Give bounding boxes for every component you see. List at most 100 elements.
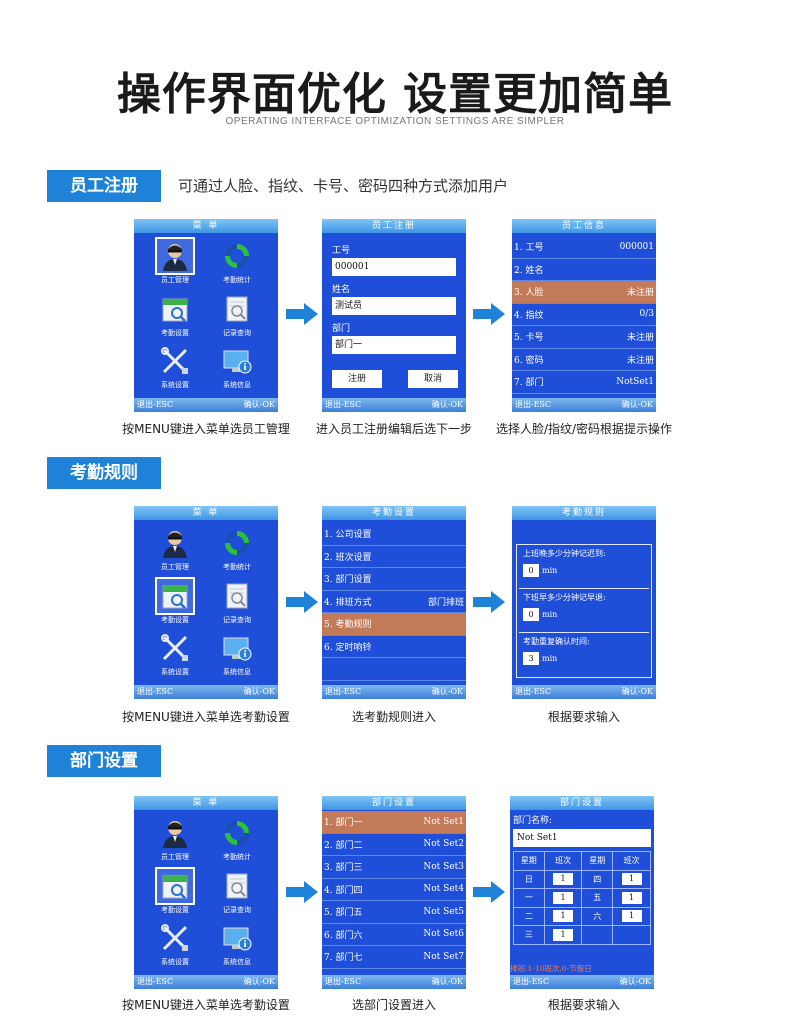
- list-item-selected[interactable]: 3. 人脸未注册: [512, 281, 656, 304]
- list-item-selected[interactable]: 5. 考勤规则: [322, 613, 466, 636]
- shift-input[interactable]: 1: [553, 873, 574, 886]
- confirm-button[interactable]: 确认-OK: [619, 977, 651, 986]
- department-name-input[interactable]: Not Set1: [513, 829, 651, 847]
- list-item[interactable]: 2. 班次设置: [322, 546, 466, 568]
- confirm-button[interactable]: 确认-OK: [431, 400, 463, 409]
- screen-header: 员工信息: [512, 219, 656, 233]
- exit-button[interactable]: 退出-ESC: [325, 687, 362, 696]
- employee-name-field[interactable]: 测试员: [332, 297, 456, 315]
- menu-item-attendance-stats[interactable]: 考勤统计: [206, 816, 268, 869]
- confirm-button[interactable]: 确认-OK: [243, 400, 275, 409]
- confirm-button[interactable]: 确认-OK: [431, 687, 463, 696]
- menu-item-label: 系统设置: [161, 668, 189, 677]
- settings-list: 1. 公司设置 2. 班次设置 3. 部门设置 4. 排班方式部门排班 5. 考…: [322, 520, 466, 681]
- menu-item-system-info[interactable]: 系统信息: [206, 631, 268, 684]
- menu-item-staff[interactable]: 员工管理: [144, 237, 206, 292]
- list-item[interactable]: 6. 密码未注册: [512, 349, 656, 371]
- menu-item-label: 考勤设置: [161, 328, 189, 337]
- menu-item-staff[interactable]: 员工管理: [144, 526, 206, 579]
- weekday-cell: 六: [581, 906, 614, 926]
- exit-button[interactable]: 退出-ESC: [325, 977, 362, 986]
- list-item[interactable]: 3. 部门设置: [322, 568, 466, 591]
- menu-item-staff[interactable]: 员工管理: [144, 816, 206, 869]
- arrow-right-icon: [473, 881, 505, 903]
- list-item[interactable]: 1. 公司设置: [322, 523, 466, 546]
- exit-button[interactable]: 退出-ESC: [137, 977, 174, 986]
- menu-item-system-settings[interactable]: 系统设置: [144, 631, 206, 684]
- shift-input[interactable]: 1: [621, 910, 642, 923]
- menu-item-attendance-stats[interactable]: 考勤统计: [206, 239, 268, 292]
- shift-input[interactable]: 1: [553, 891, 574, 904]
- menu-item-record-query[interactable]: 记录查询: [206, 579, 268, 632]
- list-item[interactable]: [322, 658, 466, 681]
- monitor-info-icon: [219, 631, 255, 665]
- confirm-button[interactable]: 确认-OK: [431, 977, 463, 986]
- shift-input[interactable]: 1: [553, 910, 574, 923]
- shift-input[interactable]: 1: [621, 891, 642, 904]
- menu-item-system-settings[interactable]: 系统设置: [144, 344, 206, 397]
- exit-button[interactable]: 退出-ESC: [137, 400, 174, 409]
- menu-item-label: 系统信息: [223, 668, 251, 677]
- list-item[interactable]: 5. 卡号未注册: [512, 326, 656, 349]
- menu-item-system-settings[interactable]: 系统设置: [144, 921, 206, 974]
- early-minutes-input[interactable]: 0: [523, 608, 539, 621]
- exit-button[interactable]: 退出-ESC: [515, 687, 552, 696]
- list-item[interactable]: 2. 姓名: [512, 259, 656, 281]
- screen-header: 部门设置: [510, 796, 654, 810]
- exit-button[interactable]: 退出-ESC: [513, 977, 550, 986]
- employee-register-screen: 员工注册 工号 000001 姓名 测试员 部门 部门一 注册 取消 退出-ES…: [322, 219, 466, 412]
- employee-id-field[interactable]: 000001: [332, 258, 456, 276]
- cancel-button[interactable]: 取消: [408, 370, 458, 388]
- search-doc-icon: [219, 292, 255, 326]
- list-item[interactable]: 6. 定时响铃: [322, 636, 466, 658]
- table-header: 班次: [543, 851, 583, 871]
- menu-item-attendance-settings[interactable]: 考勤设置: [144, 292, 206, 345]
- exit-button[interactable]: 退出-ESC: [325, 400, 362, 409]
- exit-button[interactable]: 退出-ESC: [515, 400, 552, 409]
- weekday-cell: [612, 925, 651, 945]
- menu-item-attendance-settings[interactable]: 考勤设置: [144, 576, 206, 632]
- menu-item-attendance-settings[interactable]: 考勤设置: [144, 866, 206, 922]
- confirm-button[interactable]: 确认-OK: [243, 977, 275, 986]
- repeat-minutes-input[interactable]: 3: [523, 652, 539, 665]
- late-minutes-input[interactable]: 0: [523, 564, 539, 577]
- menu-item-record-query[interactable]: 记录查询: [206, 292, 268, 345]
- table-row: 日 1 四 1: [513, 869, 651, 889]
- menu-item-record-query[interactable]: 记录查询: [206, 869, 268, 922]
- section-badge-attendance-rules: 考勤规则: [47, 457, 161, 489]
- menu-item-system-info[interactable]: 系统信息: [206, 921, 268, 974]
- step-caption: 选择人脸/指纹/密码根据提示操作: [495, 422, 673, 436]
- calendar-icon: [157, 292, 193, 326]
- screen-header: 考勤规则: [512, 506, 656, 520]
- tools-icon: [157, 344, 193, 378]
- arrow-right-icon: [473, 303, 505, 325]
- list-item[interactable]: 4. 排班方式部门排班: [322, 591, 466, 613]
- monitor-info-icon: [219, 344, 255, 378]
- confirm-button[interactable]: 确认-OK: [621, 400, 653, 409]
- menu-item-attendance-stats[interactable]: 考勤统计: [206, 526, 268, 579]
- register-button[interactable]: 注册: [332, 370, 382, 388]
- menu-item-system-info[interactable]: 系统信息: [206, 344, 268, 397]
- exit-button[interactable]: 退出-ESC: [137, 687, 174, 696]
- confirm-button[interactable]: 确认-OK: [621, 687, 653, 696]
- refresh-icon: [219, 239, 255, 273]
- monitor-info-icon: [219, 921, 255, 955]
- department-field[interactable]: 部门一: [332, 336, 456, 354]
- confirm-button[interactable]: 确认-OK: [243, 687, 275, 696]
- arrow-right-icon: [286, 303, 318, 325]
- screen-header: 菜 单: [134, 506, 278, 520]
- shift-input[interactable]: 1: [621, 873, 642, 886]
- shift-input[interactable]: 1: [553, 928, 574, 941]
